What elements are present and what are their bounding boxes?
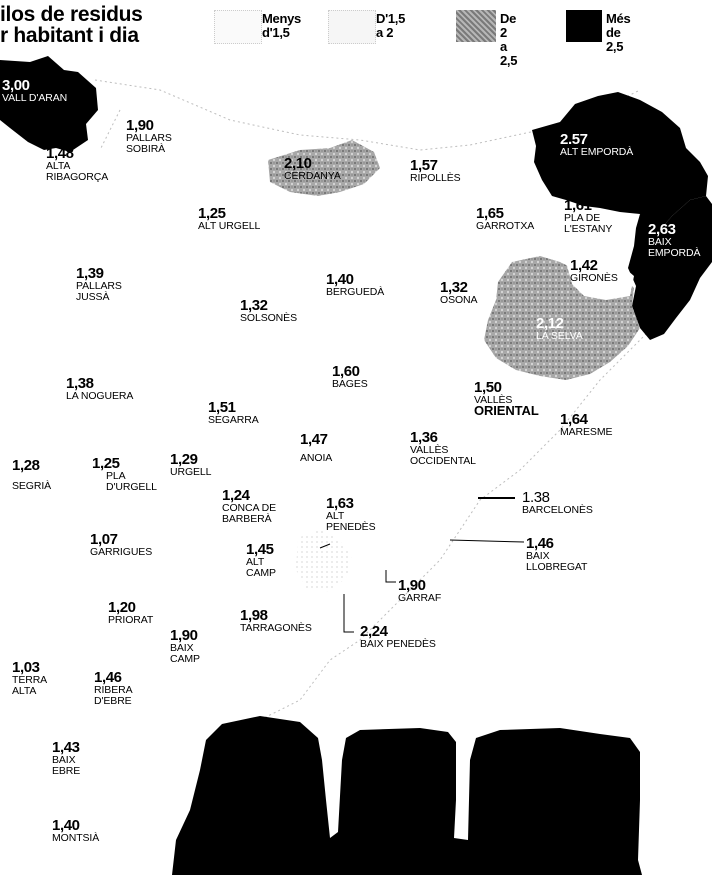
label-garrigues: 1,07Garrigues	[90, 531, 153, 558]
label-girones: 1,42Gironès	[570, 257, 618, 284]
label-segarra: 1,51Segarra	[208, 399, 259, 426]
alt-emporda-region	[532, 92, 708, 230]
page-title: ilos de residus r habitant i dia	[0, 4, 143, 46]
alt-camp-region	[296, 530, 352, 592]
label-urgell: 1,29Urgell	[170, 451, 212, 478]
label-pallars-jussa: 1,39PallarsJussà	[76, 265, 122, 303]
vall-aran-region	[0, 56, 98, 152]
label-pla-estany: 1,61Pla del'Estany	[564, 197, 613, 235]
label-priorat: 1,20Priorat	[108, 599, 154, 626]
label-bages: 1,60Bages	[332, 363, 368, 390]
label-vall-aran: 3,00Vall d'Aran	[2, 77, 68, 104]
label-alt-camp: 1,45AltCamp	[246, 541, 276, 579]
label-tarragones: 1,98Tarragonès	[240, 607, 312, 634]
baix-emporda-region	[628, 196, 712, 340]
title-line-1: ilos de residus	[0, 3, 143, 26]
label-garraf: 1,90Garraf	[398, 577, 442, 604]
label-pla-urgell: 1,25Plad'Urgell	[92, 455, 157, 493]
silhouette	[172, 716, 642, 875]
label-baix-emporda: 2,63BaixEmpordà	[648, 221, 701, 259]
legend-swatch	[214, 10, 262, 44]
label-baix-camp: 1,90BaixCamp	[170, 627, 200, 665]
label-valles-occidental: 1,36VallèsOccidental	[410, 429, 476, 467]
label-terra-alta: 1,03TerraAlta	[12, 659, 48, 697]
label-baix-llobregat: 1,46BaixLlobregat	[526, 535, 588, 573]
label-bergueda: 1,40Berguedà	[326, 271, 385, 298]
label-valles-oriental: 1,50VallèsOriental	[474, 379, 539, 418]
label-conca-barbera: 1,24Conca deBarberà	[222, 487, 277, 525]
label-osona: 1,32Osona	[440, 279, 478, 306]
label-ripolles: 1,57Ripollès	[410, 157, 461, 184]
label-cerdanya: 2,10Cerdanya	[284, 155, 341, 182]
label-baix-ebre: 1,43BaixEbre	[52, 739, 81, 777]
legend-swatch	[566, 10, 602, 42]
title-line-2: r habitant i dia	[0, 24, 139, 47]
label-baix-penedes: 2,24Baix Penedès	[360, 623, 436, 650]
legend-swatch	[456, 10, 496, 42]
label-montsia: 1,40Montsià	[52, 817, 100, 844]
label-barcelones: 1.38Barcelonès	[522, 489, 593, 516]
cerdanya-region	[268, 140, 380, 196]
gironès-region	[566, 258, 634, 300]
label-solsones: 1,32Solsonès	[240, 297, 297, 324]
label-alta-ribagorca: 1,48AltaRibagorça	[46, 145, 109, 183]
label-garrotxa: 1,65Garrotxa	[476, 205, 535, 232]
label-pallars-sobira: 1,90PallarsSobirà	[126, 117, 172, 155]
label-la-selva: 2,12La Selva	[536, 315, 583, 342]
label-alt-penedes: 1,63AltPenedès	[326, 495, 376, 533]
label-la-noguera: 1,38La Noguera	[66, 375, 134, 402]
label-alt-emporda: 2.57Alt Empordà	[560, 131, 634, 158]
legend-swatch	[328, 10, 376, 44]
label-ribera-ebre: 1,46Riberad'Ebre	[94, 669, 133, 707]
label-anoia: 1,47Anoia	[300, 431, 333, 464]
label-segria: 1,28Segrià	[12, 457, 52, 492]
label-alt-urgell: 1,25Alt Urgell	[198, 205, 261, 232]
label-maresme: 1,64Maresme	[560, 411, 613, 438]
